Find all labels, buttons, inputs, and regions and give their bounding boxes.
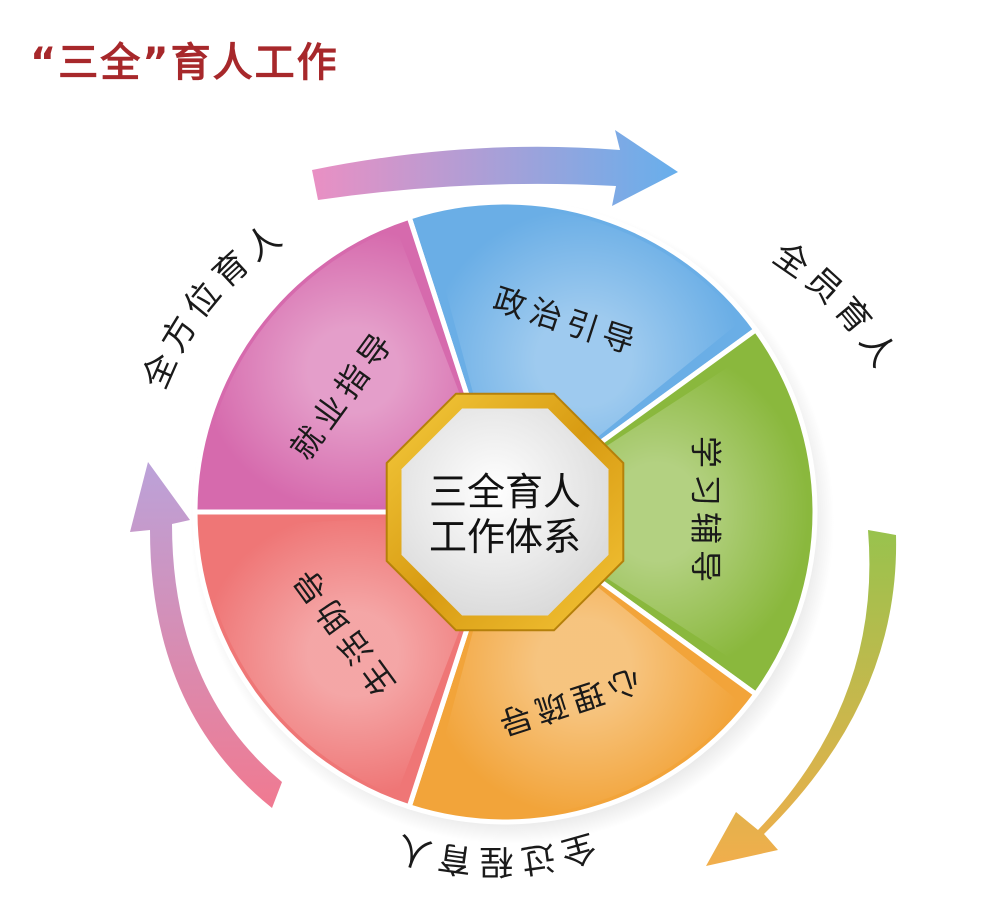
arrow-left (130, 462, 282, 808)
wheel-segment-sheen (505, 346, 810, 678)
arrow-right (706, 530, 897, 866)
center-title-line-2: 工作体系 (429, 515, 581, 559)
center-octagon (401, 408, 609, 616)
page-title: “三全”育人工作 (30, 40, 339, 86)
arrow-top (312, 130, 678, 206)
center-title-line-1: 三全育人 (429, 470, 581, 514)
segment-label: 学习辅导 (686, 436, 724, 588)
